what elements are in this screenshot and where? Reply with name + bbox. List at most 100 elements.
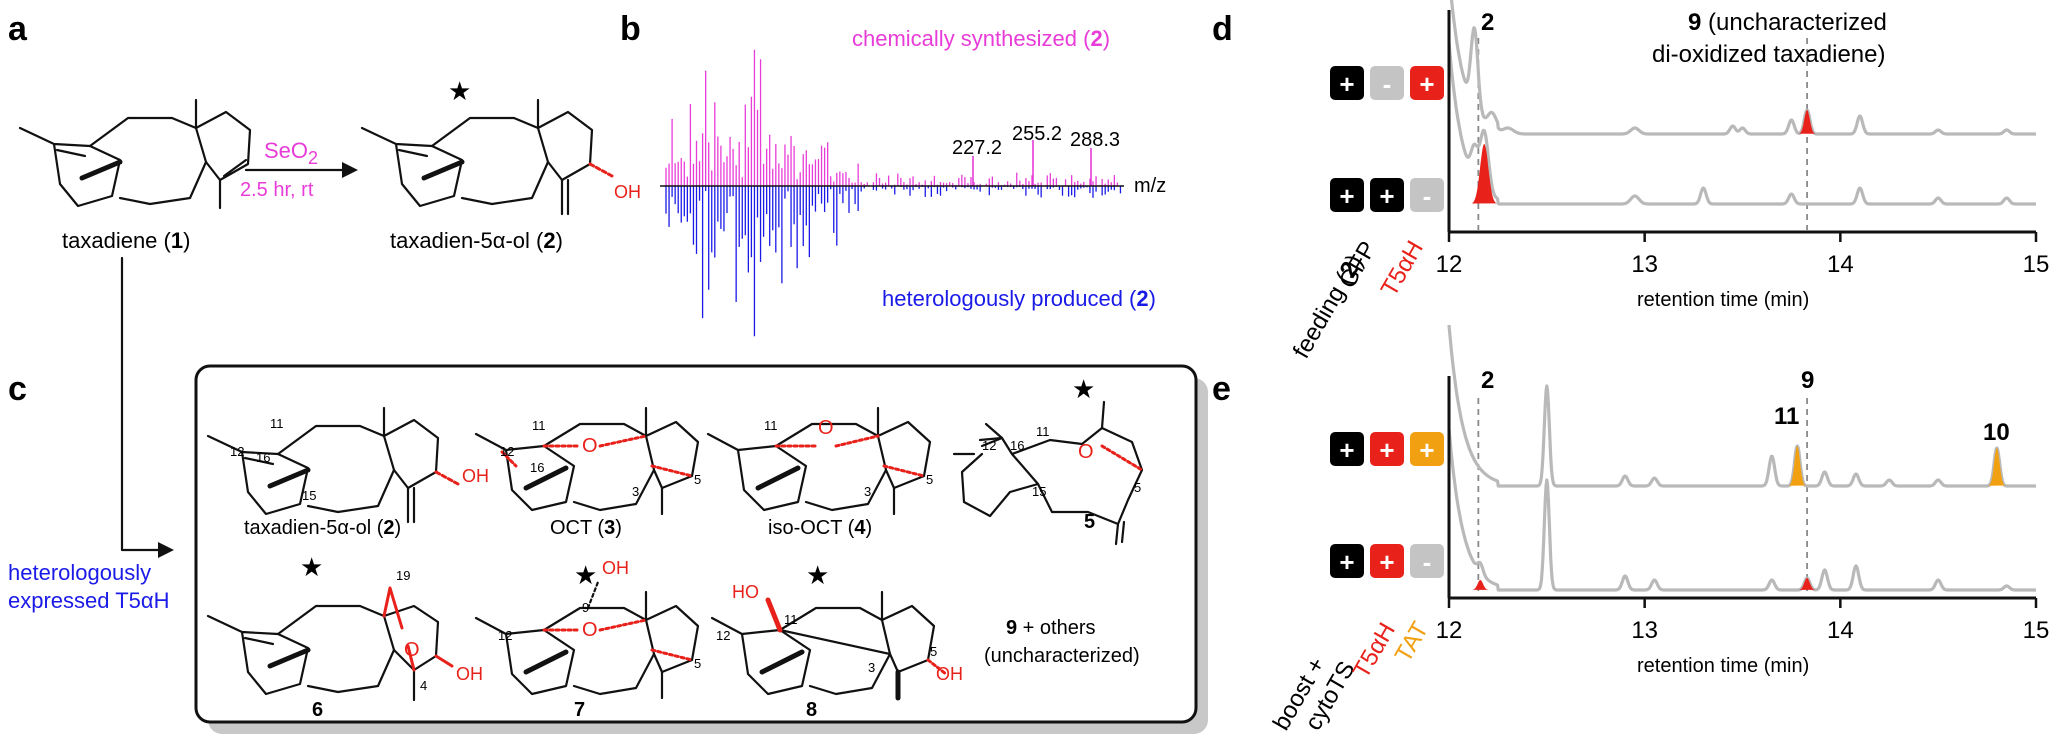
atom-num-3-iso: 3: [864, 484, 871, 499]
star-icon: ★: [448, 76, 471, 106]
d-tick-label: 15: [2023, 251, 2050, 278]
structure-5: [952, 400, 1144, 546]
compound-5-label: 5: [1084, 511, 1095, 533]
sign-boxes-d: +-+++-: [1330, 66, 1444, 212]
sign-label: +: [1419, 435, 1434, 465]
e-tick-label: 15: [2023, 617, 2050, 644]
sign-box: [1410, 66, 1444, 100]
ms-bottom-label: heterologously produced (2): [882, 286, 1156, 311]
sign-box: [1410, 432, 1444, 466]
compound-2-label-c: taxadien-5α-ol (2): [244, 517, 401, 539]
ho-8: HO: [732, 582, 759, 602]
sign-label: -: [1383, 69, 1392, 99]
sign-box: [1370, 432, 1404, 466]
sign-label: +: [1339, 435, 1354, 465]
compound-8-label: 8: [806, 699, 817, 721]
trace-e-row2: [1447, 428, 2037, 592]
x-label-d: retention time (min): [1637, 289, 1809, 311]
sign-boxes-e: +++++-: [1330, 432, 1444, 578]
d-tick-label: 12: [1436, 251, 1463, 278]
sign-label: +: [1379, 547, 1394, 577]
oh-7: OH: [602, 558, 629, 578]
star-icon-6: ★: [300, 552, 323, 582]
atom-num-11-c5: 11: [1036, 424, 1050, 439]
highlighted-peak: [1471, 580, 1489, 590]
structure-6: [206, 586, 454, 702]
compound-4-label: iso-OCT (4): [768, 517, 872, 539]
structure-4: [706, 406, 932, 516]
sign-box: [1370, 178, 1404, 212]
e-tick-label: 14: [1827, 617, 1854, 644]
chromatogram-e: [1447, 324, 2037, 596]
atom-num-16-c5: 16: [1010, 438, 1024, 453]
atom-num-16: 16: [256, 450, 270, 465]
sign-label: +: [1379, 435, 1394, 465]
oh-2: OH: [462, 466, 489, 486]
compound-2-label: taxadien-5α-ol (2): [390, 228, 563, 253]
atom-num-15: 15: [302, 488, 316, 503]
panel-label-d: d: [1212, 10, 1233, 48]
sign-label: +: [1339, 69, 1354, 99]
atom-num-12-c8: 12: [716, 628, 730, 643]
ms-peak-label-2: 255.2: [1012, 123, 1062, 145]
star-icon-7: ★: [574, 560, 597, 590]
others-label-2: (uncharacterized): [984, 645, 1140, 667]
ms-peak-label-3: 288.3: [1070, 129, 1120, 151]
peak-10-label-e: 10: [1983, 419, 2010, 446]
compound-6-label: 6: [312, 699, 323, 721]
sign-label: -: [1423, 181, 1432, 211]
star-icon-5: ★: [1072, 374, 1095, 404]
flow-arrow: [120, 256, 162, 552]
sign-label: -: [1423, 547, 1432, 577]
atom-num-11: 11: [270, 416, 284, 431]
atom-num-12-c5: 12: [982, 438, 996, 453]
atom-num-11-iso: 11: [764, 418, 778, 433]
sign-box: [1330, 432, 1364, 466]
peak-2-label-e: 2: [1481, 367, 1494, 394]
atom-num-15-c5: 15: [1032, 484, 1046, 499]
highlighted-peak: [1798, 578, 1816, 590]
peak-9-label-d-line2: di-oxidized taxadiene): [1652, 41, 1885, 68]
atom-num-5-iso: 5: [926, 472, 933, 487]
peak-9-label-d-line1: 9 (uncharacterized: [1688, 9, 1887, 36]
row-label-t5ah-d: T5αH: [1376, 236, 1429, 301]
sign-label: +: [1339, 547, 1354, 577]
panel-b: m/z chemically synthesized (2) heterolog…: [660, 26, 1166, 337]
sign-box: [1370, 66, 1404, 100]
atom-num-12: 12: [230, 444, 244, 459]
compound-3-label: OCT (3): [550, 517, 622, 539]
compound-1-label: taxadiene (1): [62, 228, 190, 253]
peak-11-label-e: 11: [1774, 403, 1799, 430]
atom-num-12-c7: 12: [498, 628, 512, 643]
sign-box: [1330, 66, 1364, 100]
structure-8: [710, 590, 948, 701]
taxadiene-structure: [18, 98, 252, 210]
atom-num-9: 9: [582, 600, 589, 615]
ms-peak-label-1: 227.2: [952, 137, 1002, 159]
sign-label: +: [1379, 181, 1394, 211]
panel-label-a: a: [8, 10, 28, 48]
sign-label: +: [1419, 69, 1434, 99]
atom-num-19: 19: [396, 568, 410, 583]
star-icon-8: ★: [806, 560, 829, 590]
ms-axis-label: m/z: [1134, 175, 1166, 197]
side-label-line1: heterologously: [8, 560, 151, 585]
oxygen-5: O: [1078, 441, 1094, 463]
atom-num-3-c8: 3: [868, 660, 875, 675]
atom-num-5-oct: 5: [694, 472, 701, 487]
taxadienol-structure: [360, 98, 614, 216]
conditions-label: 2.5 hr, rt: [240, 179, 314, 201]
ms-top-label: chemically synthesized (2): [852, 26, 1110, 51]
atom-num-5-c5: 5: [1134, 480, 1141, 495]
structure-7: [474, 580, 700, 700]
atom-num-5-c7: 5: [694, 656, 701, 671]
panel-label-c: c: [8, 370, 27, 408]
panel-c: heterologously expressed T5αH OH 11 12 1…: [8, 364, 1208, 734]
atom-num-11-oct: 11: [532, 418, 546, 433]
panel-a: taxadiene (1) SeO2 2.5 hr, rt OH ★ taxad…: [18, 76, 641, 558]
oxygen-6: O: [404, 639, 420, 661]
